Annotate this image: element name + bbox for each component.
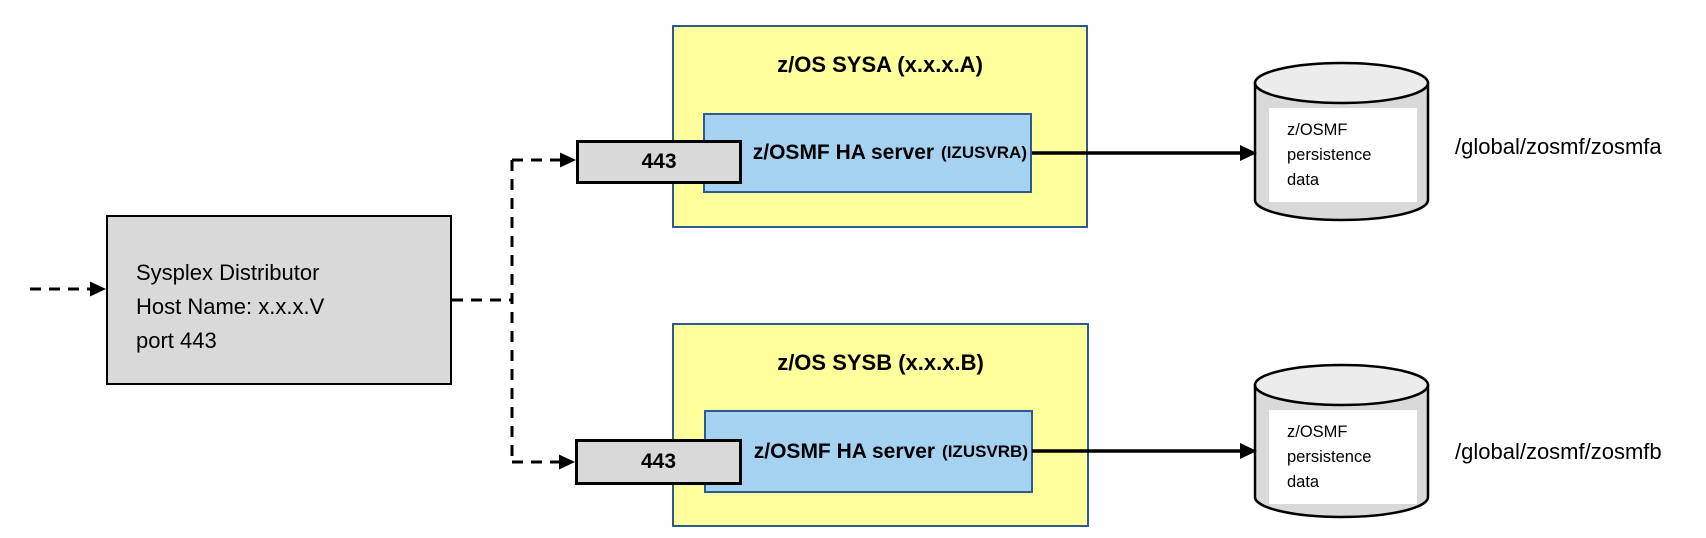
- mount-path-sysa: /global/zosmf/zosmfa: [1455, 134, 1662, 159]
- solid-arrowheads: [1240, 145, 1257, 459]
- distributor-name-text: Sysplex Distributor: [136, 260, 320, 285]
- storage-line: persistence: [1287, 145, 1372, 164]
- storage-line: z/OSMF: [1287, 120, 1348, 139]
- server-name-text: z/OSMF HA server: [752, 141, 935, 164]
- server-instance-text: (IZUSVRA): [941, 143, 1027, 162]
- arrowhead-into-distributor-icon: [90, 281, 106, 297]
- server-name-text: z/OSMF HA server: [753, 439, 936, 463]
- system-title-sysb: z/OS SYSB (x.x.x.B): [777, 350, 984, 375]
- arrowhead-into-port-sysb-icon: [559, 454, 575, 470]
- ha-server-box-sysa: z/OSMF HA server (IZUSVRA): [703, 113, 1032, 193]
- sysplex-distributor-box: Sysplex Distributor Host Name: x.x.x.V p…: [106, 215, 452, 385]
- ha-server-box-sysb: z/OSMF HA server (IZUSVRB): [704, 410, 1033, 493]
- storage-line: data: [1287, 170, 1320, 189]
- storage-line: persistence: [1287, 447, 1372, 466]
- cylinder-top-icon: [1253, 61, 1430, 105]
- arrowhead-into-port-sysa-icon: [560, 152, 576, 168]
- port-443-box-sysa: 443: [576, 140, 742, 184]
- port-443-box-sysb: 443: [575, 439, 742, 485]
- distributor-hostname-text: Host Name: x.x.x.V: [136, 294, 325, 319]
- mount-path-sysb: /global/zosmf/zosmfb: [1455, 439, 1662, 464]
- storage-line: z/OSMF: [1287, 422, 1348, 441]
- cylinder-top-icon: [1253, 363, 1430, 407]
- distributor-port-text: port 443: [136, 328, 217, 353]
- arrowhead-into-storage-sysb-icon: [1240, 443, 1257, 459]
- persistence-data-label-sysa: z/OSMF persistence data: [1269, 108, 1417, 202]
- storage-line: data: [1287, 472, 1320, 491]
- persistence-data-label-sysb: z/OSMF persistence data: [1269, 410, 1417, 504]
- server-instance-text: (IZUSVRB): [942, 441, 1028, 461]
- arrowhead-into-storage-sysa-icon: [1240, 145, 1257, 161]
- system-title-sysa: z/OS SYSA (x.x.x.A): [777, 52, 983, 77]
